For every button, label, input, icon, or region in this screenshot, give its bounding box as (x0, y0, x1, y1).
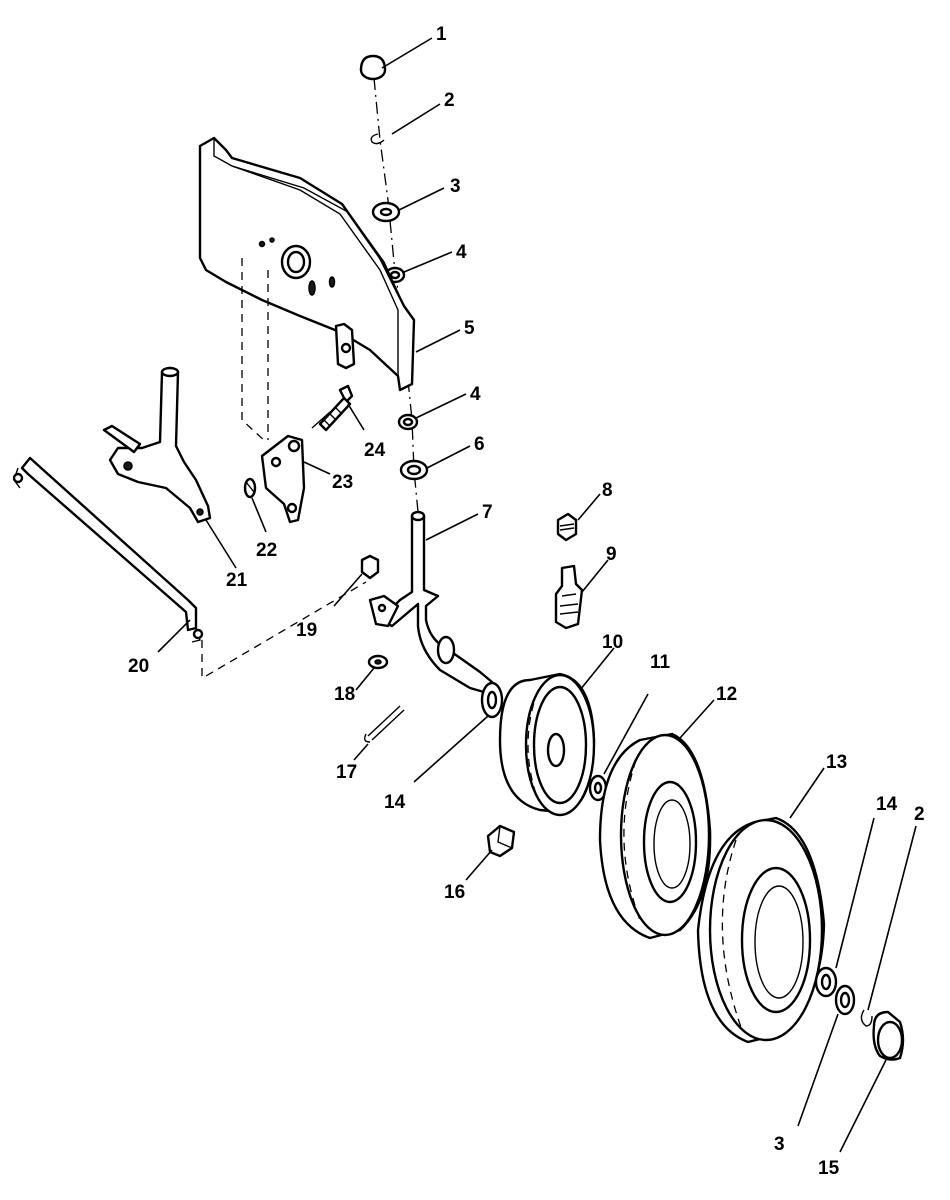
fitting-part-16 (486, 824, 516, 858)
tie-rod-connector-line (205, 581, 367, 677)
callout-4-lower: 4 (470, 384, 481, 405)
bolt-part-24 (318, 384, 354, 432)
callout-12: 12 (716, 684, 737, 705)
wheel-rim-part-10 (498, 672, 596, 817)
callout-10: 10 (602, 632, 623, 653)
callout-23: 23 (332, 472, 353, 493)
hub-cap-part-15 (872, 1010, 905, 1061)
callout-6: 6 (474, 434, 485, 455)
callout-17: 17 (336, 762, 357, 783)
tie-rod-part-20 (12, 456, 204, 643)
axle-beam-part-5 (198, 136, 416, 392)
fitting-part-9 (554, 564, 584, 630)
cotter-pin-part-17 (363, 705, 405, 743)
washer-part-14-outer (814, 966, 838, 998)
callout-16: 16 (444, 882, 465, 903)
callout-8: 8 (602, 480, 613, 501)
nut-part-22 (243, 477, 257, 499)
clip-part-2-top (370, 133, 385, 145)
callout-2: 2 (444, 90, 455, 111)
spindle-part-7 (368, 510, 494, 694)
washer-part-14-inner (480, 681, 504, 719)
cap-part-1 (359, 54, 387, 81)
bracket-connector-line-1 (241, 258, 267, 443)
tire-part-13 (696, 816, 826, 1044)
callout-1: 1 (436, 24, 447, 45)
callout-5: 5 (464, 318, 475, 339)
callout-14-outer: 14 (876, 794, 898, 815)
nut-part-19 (360, 554, 380, 580)
callout-22: 22 (256, 540, 277, 561)
callout-24: 24 (364, 440, 386, 461)
callout-3: 3 (450, 176, 461, 197)
callout-13: 13 (826, 752, 847, 773)
callout-19: 19 (296, 620, 317, 641)
spindle-centerline (373, 77, 419, 513)
callout-15: 15 (818, 1158, 840, 1179)
callout-21: 21 (226, 570, 248, 591)
callout-2-outer: 2 (914, 804, 925, 825)
callout-14-inner: 14 (384, 792, 406, 813)
washer-part-6 (399, 459, 429, 481)
steering-arm-part-21 (102, 366, 212, 524)
clip-part-2-outer (860, 1009, 873, 1027)
bushing-part-4-lower (397, 413, 419, 431)
callout-9: 9 (606, 544, 617, 565)
callout-20: 20 (128, 656, 149, 677)
tire-part-12 (598, 732, 712, 940)
callout-18: 18 (334, 684, 355, 705)
callout-3-outer: 3 (774, 1134, 785, 1155)
fitting-part-8 (556, 512, 578, 542)
washer-part-18 (367, 654, 389, 670)
leader-lines (157, 37, 917, 1153)
washer-part-3-outer (834, 984, 856, 1016)
washer-part-3-top (371, 201, 401, 223)
callout-7: 7 (482, 502, 493, 523)
bracket-part-23 (260, 434, 306, 524)
callout-4: 4 (456, 242, 467, 263)
callout-11: 11 (650, 652, 671, 673)
